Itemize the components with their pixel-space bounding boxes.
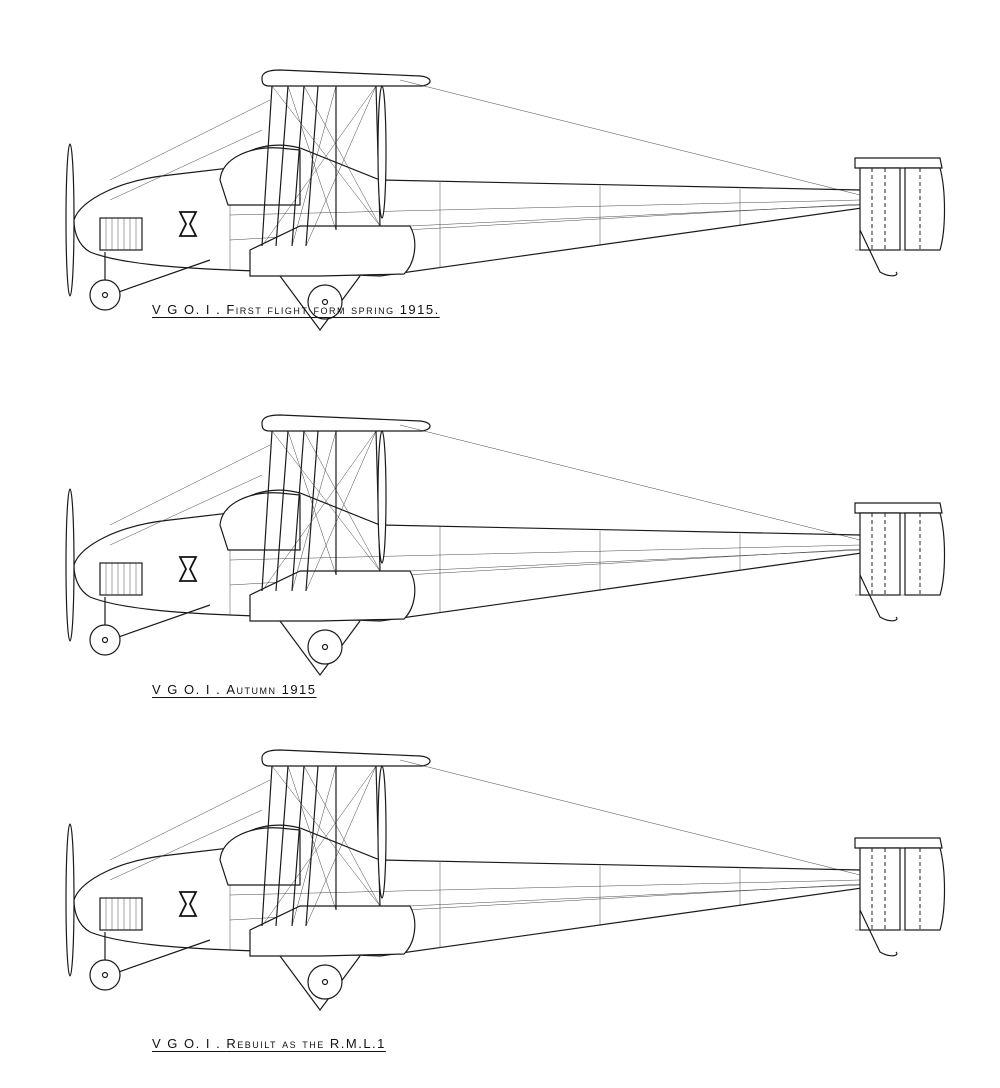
caption-3: V G O. I . Rebuilt as the R.M.L.1 (152, 1036, 386, 1051)
iron-cross-insignia-icon (178, 211, 198, 237)
biplane-side-view-icon (65, 749, 946, 1012)
caption-2: V G O. I . Autumn 1915 (152, 682, 317, 697)
caption-3-title: Rebuilt as the R.M.L.1 (226, 1036, 386, 1051)
biplane-side-view-icon (65, 414, 946, 677)
caption-1-title: First flight form spring 1915. (226, 302, 440, 317)
caption-3-sep: . (210, 1036, 227, 1051)
caption-2-sep: . (210, 682, 227, 697)
aircraft-drawing-1 (0, 40, 1000, 340)
iron-cross-insignia-icon (178, 891, 198, 917)
caption-3-prefix: V G O. I (152, 1036, 211, 1051)
aircraft-drawing-2 (0, 385, 1000, 685)
caption-1-prefix: V G O. I (152, 302, 211, 317)
caption-1: V G O. I . First flight form spring 1915… (152, 302, 440, 317)
iron-cross-insignia-icon (178, 556, 198, 582)
biplane-side-view-icon (65, 69, 946, 332)
caption-2-prefix: V G O. I (152, 682, 211, 697)
caption-1-sep: . (210, 302, 227, 317)
caption-2-title: Autumn 1915 (226, 682, 317, 697)
aircraft-drawing-3 (0, 720, 1000, 1020)
